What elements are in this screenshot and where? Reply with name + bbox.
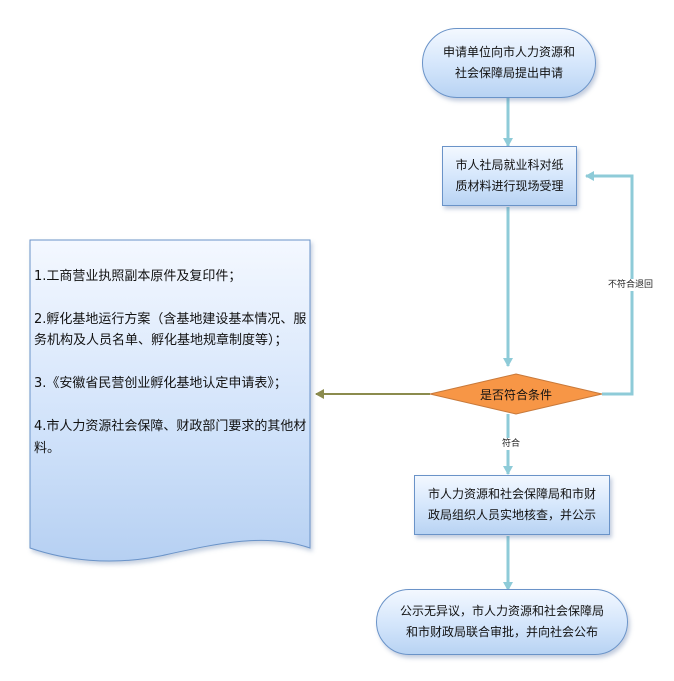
material-item-2: 2.孵化基地运行方案（含基地建设基本情况、服务机构及人员名单、孵化基地规章制度等… — [34, 311, 307, 349]
start-node: 申请单位向市人力资源和 社会保障局提出申请 — [422, 28, 596, 98]
inspect-node: 市人力资源和社会保障局和市财 政局组织人员实地核查，并公示 — [414, 475, 610, 535]
material-item-3: 3.《安徽省民营创业孵化基地认定申请表》； — [34, 376, 287, 391]
required-materials-list: 1.工商营业执照副本原件及复印件； 2.孵化基地运行方案（含基地建设基本情况、服… — [34, 244, 310, 481]
accept-edge-label: 符合 — [500, 438, 523, 450]
reject-edge-label: 不符合退回 — [606, 279, 656, 291]
end-node-label: 公示无异议，市人力资源和社会保障局 和市财政局联合审批，并向社会公布 — [399, 604, 604, 639]
decision-node-label: 是否符合条件 — [479, 387, 552, 402]
start-node-label: 申请单位向市人力资源和 社会保障局提出申请 — [442, 45, 575, 80]
material-item-4: 4.市人力资源社会保障、财政部门要求的其他材料。 — [34, 419, 307, 456]
end-node: 公示无异议，市人力资源和社会保障局 和市财政局联合审批，并向社会公布 — [376, 589, 628, 655]
review-node-label: 市人社局就业科对纸 质材料进行现场受理 — [455, 158, 564, 193]
document-shape — [29, 239, 311, 562]
review-node: 市人社局就业科对纸 质材料进行现场受理 — [442, 146, 577, 206]
material-item-1: 1.工商营业执照副本原件及复印件； — [34, 268, 242, 284]
inspect-node-label: 市人力资源和社会保障局和市财 政局组织人员实地核查，并公示 — [427, 487, 596, 522]
decision-diamond — [429, 373, 603, 415]
